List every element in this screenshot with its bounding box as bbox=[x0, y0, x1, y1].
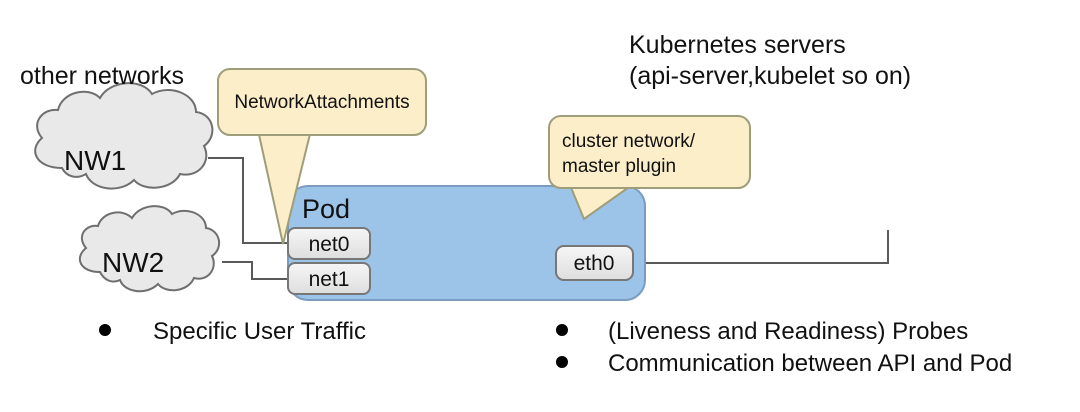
connector-lines bbox=[208, 157, 889, 280]
bullet-list-left: Specific User Traffic bbox=[99, 318, 366, 345]
bullet-dot-right-1 bbox=[556, 356, 568, 368]
connector-nw1-net0 bbox=[208, 157, 288, 244]
cloud-nw1-label: NW1 bbox=[64, 145, 126, 176]
kubernetes-servers-title-line2: (api-server,kubelet so on) bbox=[629, 62, 911, 90]
interface-net0[interactable]: net0 bbox=[287, 227, 371, 260]
cloud-nw1-shape bbox=[34, 82, 214, 190]
cloud-nw2: NW2 bbox=[78, 205, 221, 293]
callout-network-attachments: NetworkAttachments bbox=[217, 68, 427, 245]
interface-eth0[interactable]: eth0 bbox=[555, 245, 634, 281]
cloud-nw2-label: NW2 bbox=[102, 247, 164, 278]
callout-network-attachments-body bbox=[217, 68, 427, 136]
bullet-dot-right-0 bbox=[556, 324, 568, 336]
kubernetes-servers-title-line1: Kubernetes servers bbox=[629, 31, 846, 59]
bullet-label-left-0: Specific User Traffic bbox=[153, 318, 366, 345]
interface-eth0-label: eth0 bbox=[574, 252, 615, 275]
interface-net0-rect[interactable] bbox=[287, 227, 371, 260]
pod-label: Pod bbox=[302, 194, 350, 224]
connector-eth0-k8s-servers bbox=[632, 230, 889, 264]
callout-cluster-network: cluster network/ master plugin bbox=[548, 115, 751, 221]
callout-cluster-network-label-line2: master plugin bbox=[562, 156, 676, 177]
interface-net1-rect[interactable] bbox=[287, 262, 371, 295]
interface-net1[interactable]: net1 bbox=[287, 262, 371, 295]
interface-eth0-rect[interactable] bbox=[555, 245, 634, 281]
bullet-list-right: (Liveness and Readiness) Probes Communic… bbox=[556, 318, 1012, 377]
connector-nw2-net1 bbox=[222, 261, 288, 280]
interface-net0-label: net0 bbox=[309, 233, 350, 256]
bullet-label-right-0: (Liveness and Readiness) Probes bbox=[608, 318, 968, 345]
interface-net1-label: net1 bbox=[309, 268, 350, 291]
callout-cluster-network-body bbox=[548, 115, 751, 189]
bullet-dot-left-0 bbox=[99, 324, 111, 336]
other-networks-title: other networks bbox=[20, 62, 184, 90]
cloud-nw1: NW1 bbox=[34, 82, 214, 190]
cloud-nw2-shape bbox=[78, 205, 221, 293]
callout-cluster-network-label-line1: cluster network/ bbox=[562, 131, 696, 152]
callout-network-attachments-label: NetworkAttachments bbox=[234, 92, 409, 113]
bullet-label-right-1: Communication between API and Pod bbox=[608, 350, 1012, 377]
